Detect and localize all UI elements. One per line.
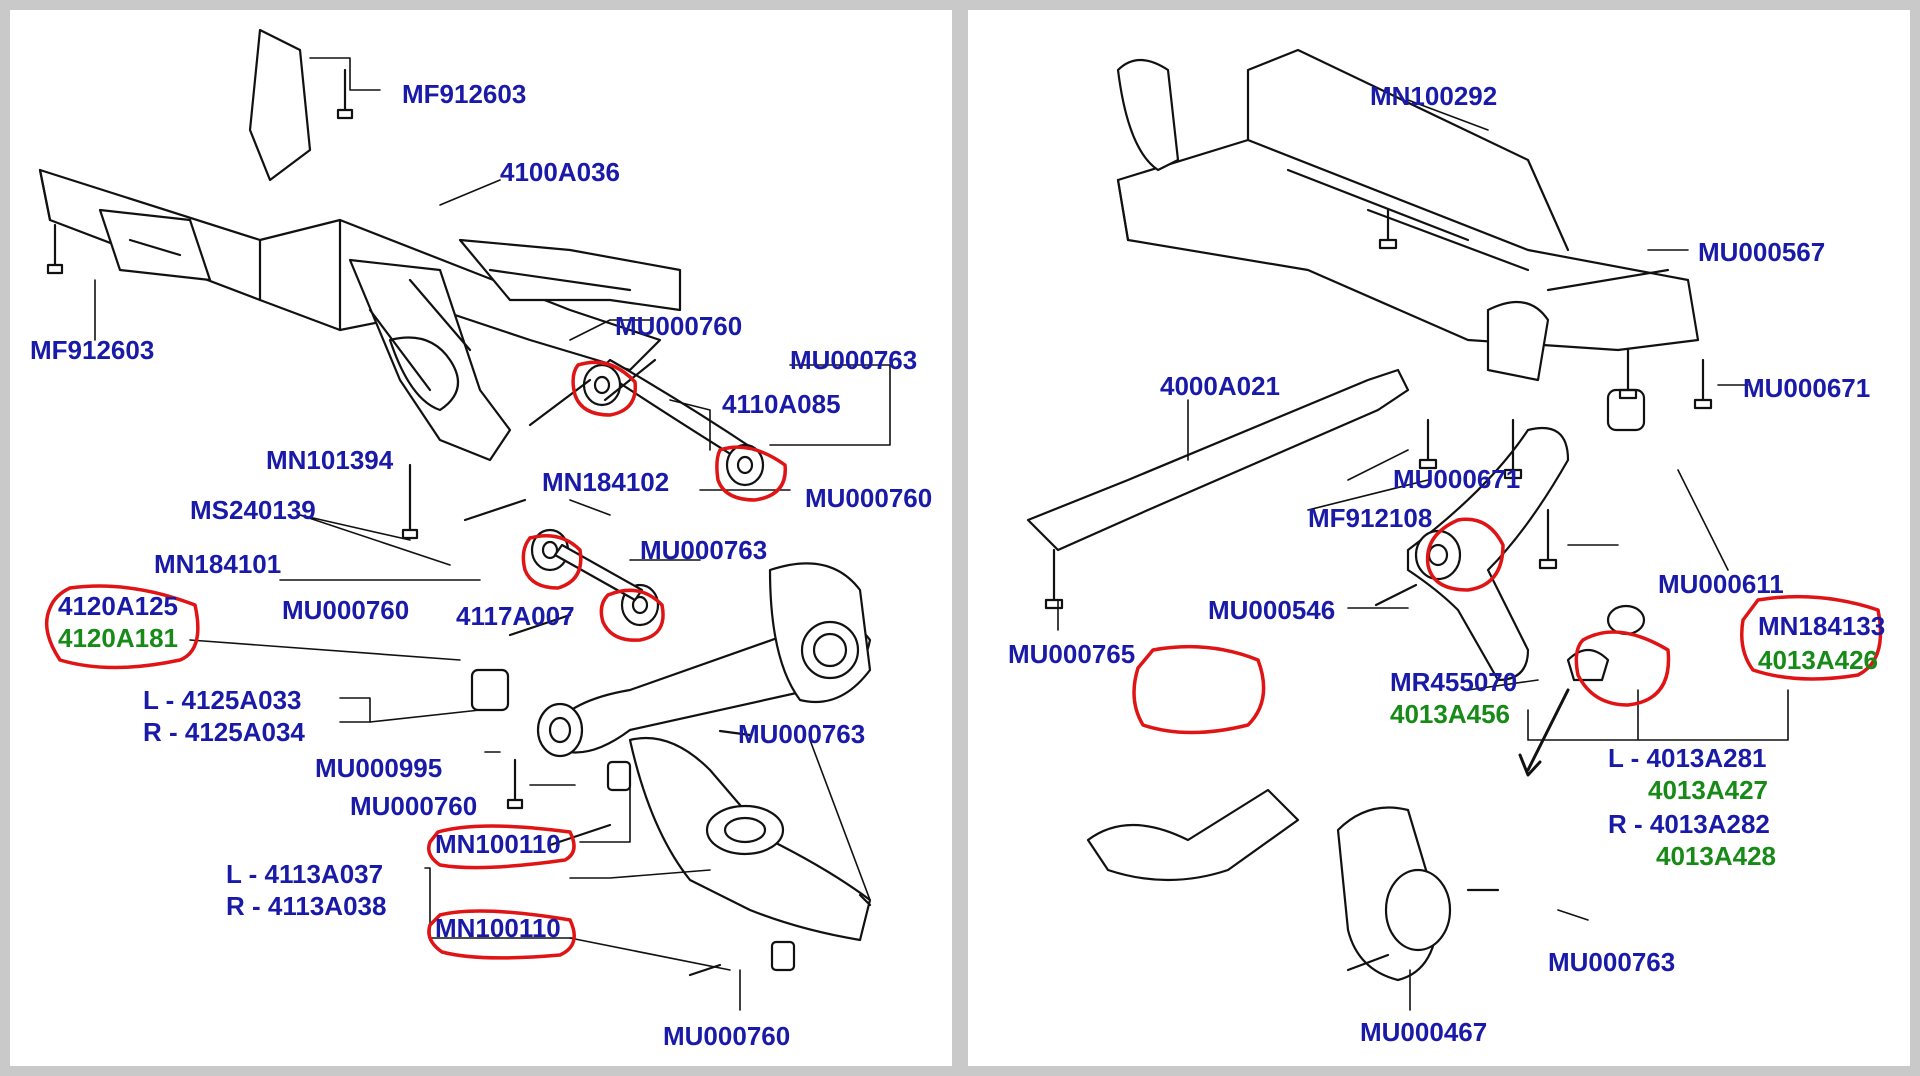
part-number-label: MS240139	[190, 495, 316, 525]
front-brace	[1026, 368, 1410, 552]
part-number-label: MN100292	[1370, 81, 1498, 111]
part-number-label: MU000763	[1548, 947, 1676, 977]
part-number-label: MR455070	[1390, 667, 1518, 697]
part-number-label: MU000567	[1698, 237, 1826, 267]
part-number-label: MN184102	[542, 467, 670, 497]
part-number-label: MU000546	[1208, 595, 1336, 625]
part-number-label: 4013A427	[1648, 775, 1768, 805]
part-number-label: MU000763	[738, 719, 866, 749]
part-number-label: MU000995	[315, 753, 443, 783]
front-suspension-diagram-panel: MN100292 MU000567 4000A021 MU000671 MU00…	[968, 10, 1910, 1066]
part-number-label: 4120A181	[58, 623, 178, 653]
part-number-label: L - 4125A033	[143, 685, 302, 715]
part-number-label: L - 4113A037	[226, 859, 384, 889]
part-number-label: MN100110	[435, 829, 561, 859]
part-number-label: R - 4113A038	[226, 891, 387, 921]
leader-lines	[1057, 99, 1789, 1011]
rear-subframe-drawing	[38, 28, 891, 1011]
part-number-label: MU000671	[1743, 373, 1871, 403]
part-number-label: MU000763	[640, 535, 768, 565]
part-number-label: MU000765	[1008, 639, 1136, 669]
part-number-label: 4110A085	[722, 389, 841, 419]
part-number-label: MU000760	[663, 1021, 791, 1051]
part-number-label: MN101394	[266, 445, 394, 475]
part-number-label: MN184133	[1758, 611, 1886, 641]
part-number-label: 4100A036	[500, 157, 620, 187]
rear-crossmember	[38, 28, 682, 462]
part-number-label: R - 4013A282	[1608, 809, 1770, 839]
part-number-label: L - 4013A281	[1608, 743, 1767, 773]
part-number-label: 4117A007	[456, 601, 575, 631]
part-number-label: MN184101	[154, 549, 282, 579]
red-highlights	[44, 360, 787, 960]
red-highlights	[1132, 517, 1883, 735]
arrow-icon	[1518, 688, 1570, 777]
part-number-label: MU000467	[1360, 1017, 1488, 1047]
part-number-label: 4120A125	[58, 591, 178, 621]
part-number-label: MU000760	[350, 791, 478, 821]
part-number-label: R - 4125A034	[143, 717, 305, 747]
part-number-label: MU000611	[1658, 569, 1784, 599]
part-number-label: 4013A456	[1390, 699, 1510, 729]
rear-suspension-diagram-panel: MF912603 4100A036 MF912603 MU000760 MU00…	[10, 10, 952, 1066]
part-number-label: 4000A021	[1160, 371, 1280, 401]
part-number-label: MF912603	[30, 335, 155, 365]
leader-lines	[94, 57, 891, 1011]
part-number-label: MU000671	[1393, 464, 1521, 494]
toe-link	[553, 543, 644, 602]
bolts	[1044, 208, 1713, 972]
part-number-label: MU000760	[805, 483, 933, 513]
bushings	[470, 363, 796, 972]
part-number-label: 4013A426	[1758, 645, 1878, 675]
part-number-label: 4013A428	[1656, 841, 1776, 871]
part-number-label: MF912108	[1308, 503, 1433, 533]
front-crossmember	[1116, 48, 1700, 382]
part-number-label: MU000763	[790, 345, 918, 375]
lower-control-arm	[1406, 426, 1570, 682]
part-number-label: MF912603	[402, 79, 527, 109]
part-number-label: MU000760	[282, 595, 410, 625]
front-subframe-drawing	[1026, 48, 1883, 1011]
part-number-label: MN100110	[435, 913, 561, 943]
part-number-label: MU000760	[615, 311, 743, 341]
